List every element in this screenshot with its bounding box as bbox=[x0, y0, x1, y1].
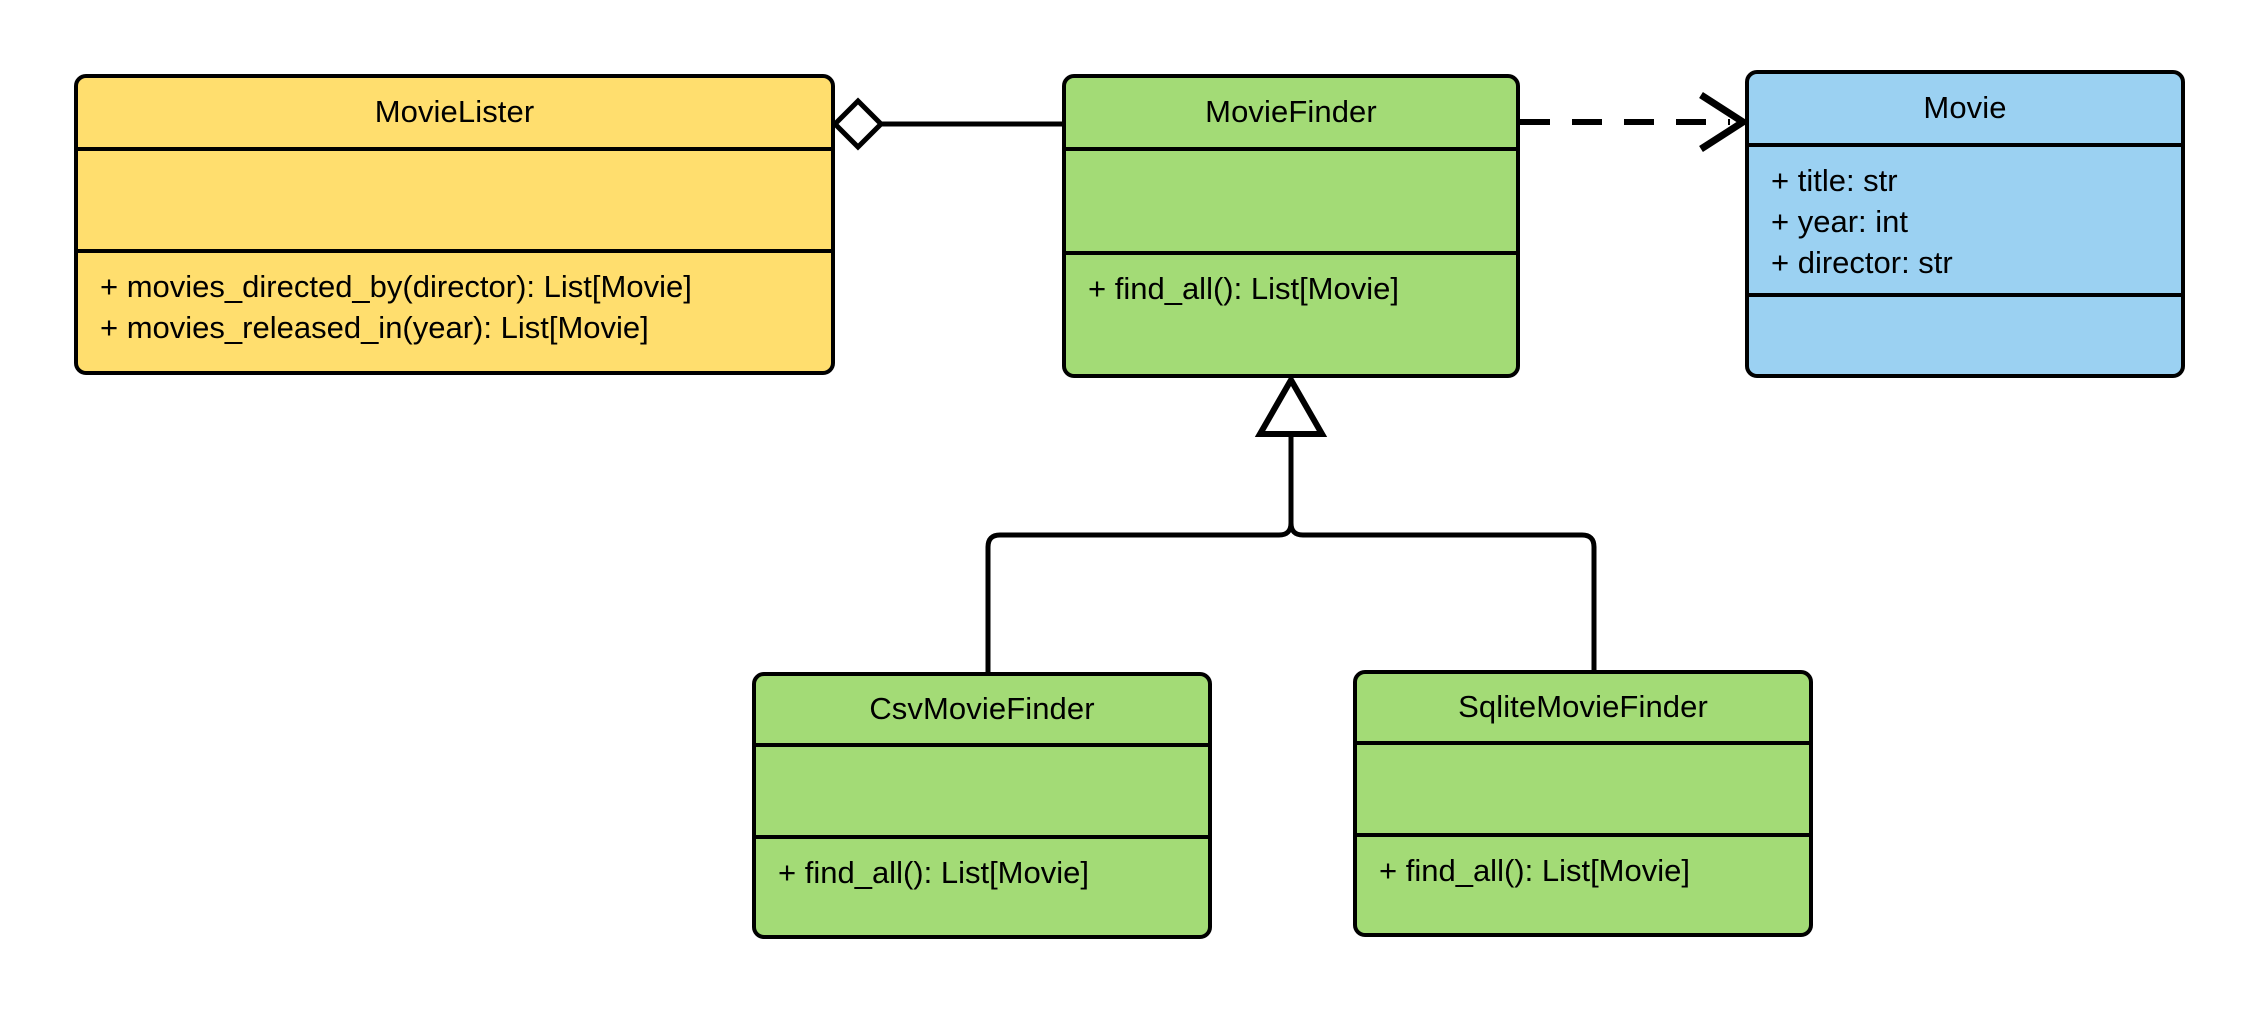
class-methods-compartment-moviefinder: + find_all(): List[Movie] bbox=[1066, 251, 1516, 374]
class-methods-compartment-movielister: + movies_directed_by(director): List[Mov… bbox=[78, 249, 831, 371]
class-methods-compartment-csvmoviefinder: + find_all(): List[Movie] bbox=[756, 835, 1208, 935]
class-attribute-item: + year: int bbox=[1771, 203, 1908, 239]
class-box-moviefinder[interactable]: MovieFinder + find_all(): List[Movie] bbox=[1062, 74, 1520, 378]
class-title-compartment-sqlitemoviefinder: SqliteMovieFinder bbox=[1357, 674, 1809, 741]
class-methods-compartment-sqlitemoviefinder: + find_all(): List[Movie] bbox=[1357, 833, 1809, 933]
generalization-branch-csv bbox=[985, 434, 1294, 672]
class-method-item: + find_all(): List[Movie] bbox=[1379, 853, 1690, 888]
generalization-branch-sqlite bbox=[1288, 522, 1597, 670]
dependency-edge-moviefinder-movie bbox=[1520, 92, 1750, 152]
class-attribute-item: + director: str bbox=[1771, 244, 1953, 280]
class-box-movie[interactable]: Movie + title: str + year: int + directo… bbox=[1745, 70, 2185, 378]
class-name-movielister: MovieLister bbox=[374, 94, 535, 130]
class-name-sqlitemoviefinder: SqliteMovieFinder bbox=[1458, 689, 1708, 725]
class-name-moviefinder: MovieFinder bbox=[1205, 94, 1377, 130]
class-method-item: + find_all(): List[Movie] bbox=[778, 855, 1089, 890]
class-box-csvmoviefinder[interactable]: CsvMovieFinder + find_all(): List[Movie] bbox=[752, 672, 1212, 939]
hollow-diamond-icon bbox=[831, 97, 885, 151]
class-attribute-item: + title: str bbox=[1771, 163, 1898, 198]
class-title-compartment-movielister: MovieLister bbox=[78, 78, 831, 147]
class-method-item: + movies_directed_by(director): List[Mov… bbox=[100, 269, 692, 304]
hollow-triangle-icon bbox=[1254, 373, 1328, 437]
class-attributes-compartment-movie: + title: str + year: int + director: str bbox=[1749, 143, 2181, 293]
class-title-compartment-moviefinder: MovieFinder bbox=[1066, 78, 1516, 147]
class-methods-compartment-movie bbox=[1749, 293, 2181, 374]
generalization-edge-tree bbox=[985, 373, 1597, 672]
class-attributes-compartment-csvmoviefinder bbox=[756, 743, 1208, 835]
class-title-compartment-csvmoviefinder: CsvMovieFinder bbox=[756, 676, 1208, 743]
class-title-compartment-movie: Movie bbox=[1749, 74, 2181, 143]
class-box-sqlitemoviefinder[interactable]: SqliteMovieFinder + find_all(): List[Mov… bbox=[1353, 670, 1813, 937]
class-method-item: + movies_released_in(year): List[Movie] bbox=[100, 309, 649, 345]
class-box-movielister[interactable]: MovieLister + movies_directed_by(directo… bbox=[74, 74, 835, 375]
aggregation-edge-movielister-moviefinder bbox=[831, 97, 1062, 151]
class-name-csvmoviefinder: CsvMovieFinder bbox=[869, 691, 1095, 727]
open-arrowhead-icon bbox=[1699, 92, 1750, 152]
class-method-item: + find_all(): List[Movie] bbox=[1088, 271, 1399, 306]
class-attributes-compartment-sqlitemoviefinder bbox=[1357, 741, 1809, 833]
class-name-movie: Movie bbox=[1923, 90, 2007, 126]
class-attributes-compartment-moviefinder bbox=[1066, 147, 1516, 251]
class-attributes-compartment-movielister bbox=[78, 147, 831, 249]
